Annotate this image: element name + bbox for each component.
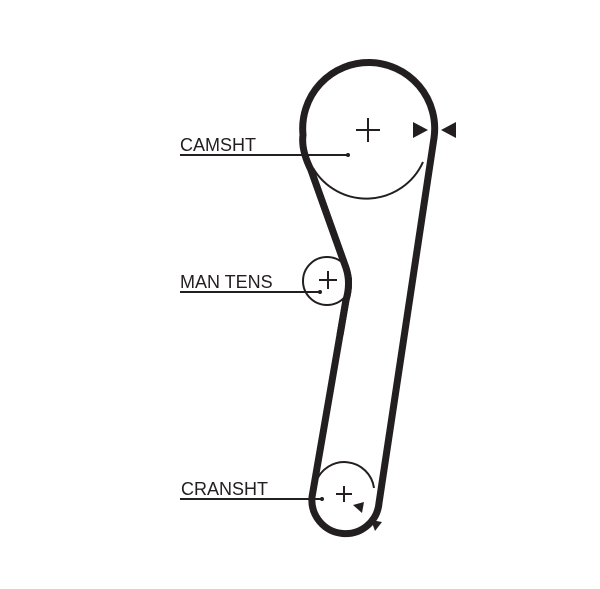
crankshaft-leader-dot: [320, 497, 324, 501]
crankshaft-pulley: [315, 461, 375, 502]
crankshaft-timing-arrows-icon: [353, 502, 382, 531]
camshaft-label: CAMSHT: [180, 135, 256, 155]
tensioner-leader-dot: [318, 290, 322, 294]
camshaft-leader-dot: [346, 153, 350, 157]
camshaft-pulley-lower-arc: [312, 161, 424, 200]
crankshaft-label: CRANSHT: [181, 479, 268, 499]
tensioner-label: MAN TENS: [180, 272, 273, 292]
timing-belt-tensioner-segment: [307, 168, 352, 336]
crankshaft-pulley-upper-arc: [315, 461, 375, 489]
camshaft-timing-arrows-icon: [413, 122, 456, 138]
camshaft-pulley: [312, 118, 424, 200]
